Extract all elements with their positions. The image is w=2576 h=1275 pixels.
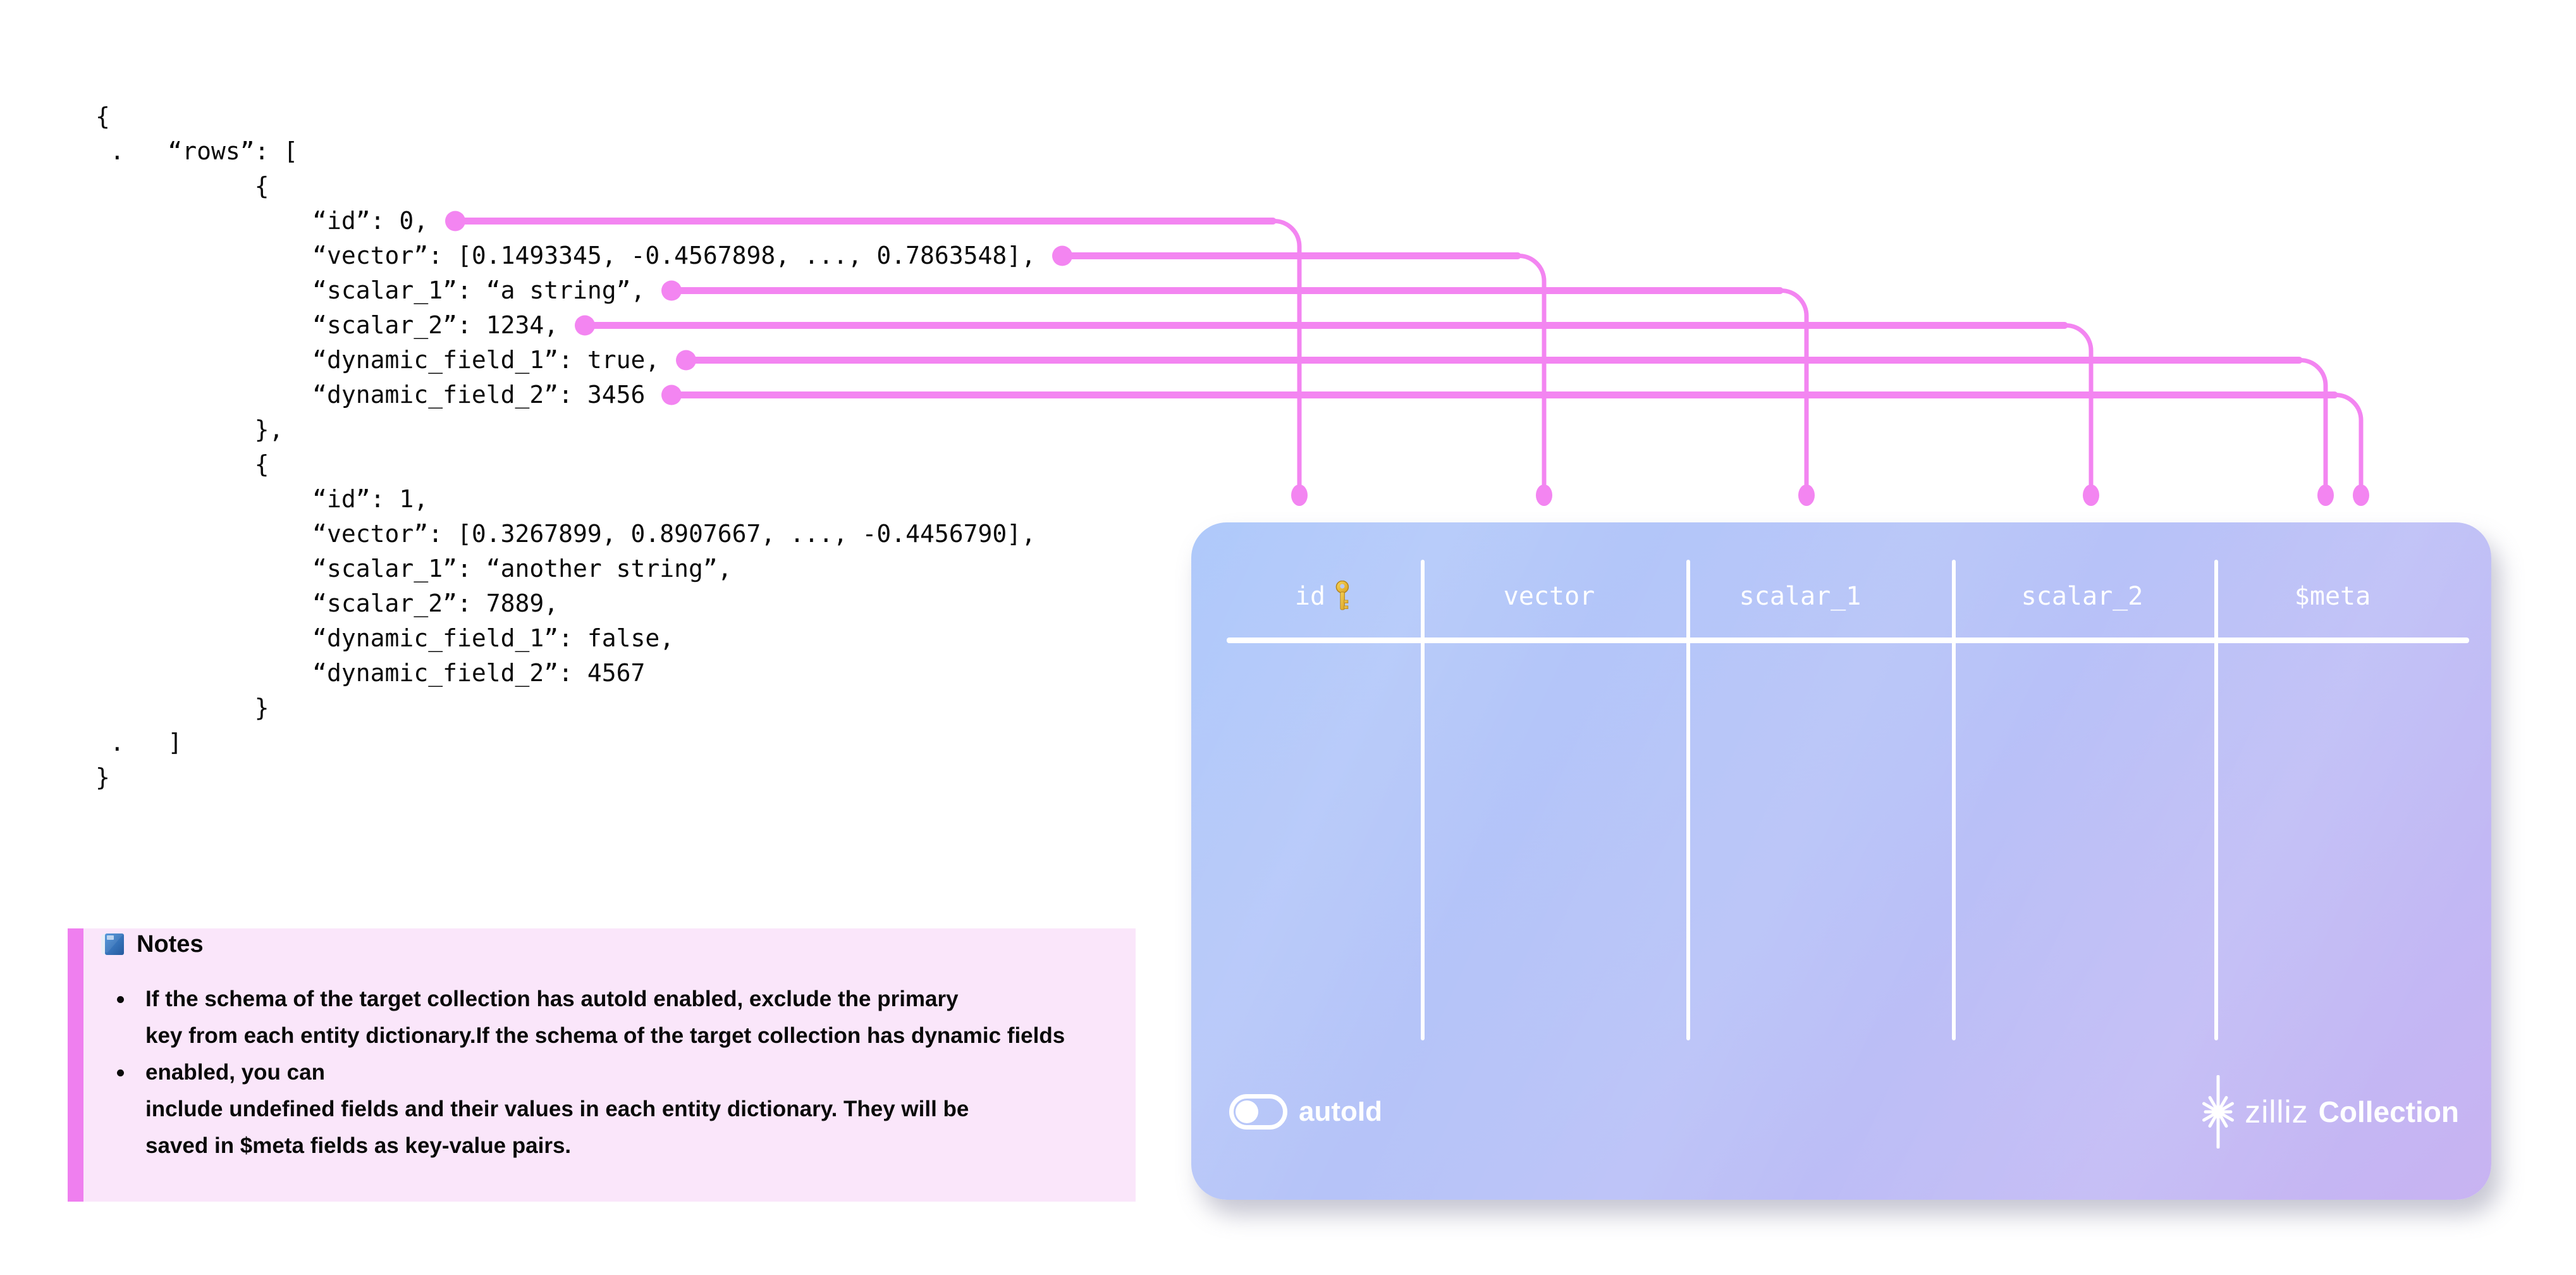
column-divider-1 — [1421, 560, 1425, 1040]
notes-title: Notes — [137, 931, 204, 958]
column-divider-2 — [1686, 560, 1690, 1040]
collection-label: Collection — [2318, 1095, 2459, 1128]
notes-bullet-2-part2: fields as key-value pairs. — [304, 1133, 572, 1158]
autoid-toggle[interactable] — [1229, 1094, 1287, 1130]
zilliz-brand: zilliz Collection — [2202, 1075, 2459, 1149]
column-header-meta: $meta — [2295, 582, 2371, 611]
notes-bullet-2-meta-bold: $meta — [240, 1133, 304, 1158]
notes-panel: Notes If the schema of the target collec… — [68, 928, 1136, 1202]
notes-title-row: Notes — [100, 931, 204, 958]
column-header-scalar-1: scalar_1 — [1739, 582, 1861, 611]
autoid-label: autoId — [1299, 1096, 1382, 1127]
column-divider-3 — [1952, 560, 1956, 1040]
column-header-id: id — [1295, 581, 1351, 612]
column-header-id-label: id — [1294, 582, 1326, 611]
zilliz-wordmark: zilliz — [2245, 1094, 2309, 1130]
column-divider-4 — [2214, 560, 2218, 1040]
column-header-meta-label: $meta — [2294, 582, 2371, 611]
notes-accent-bar — [68, 928, 83, 1202]
autoid-toggle-knob[interactable] — [1236, 1100, 1258, 1123]
zilliz-starburst-icon — [2202, 1075, 2235, 1149]
header-underline — [1227, 638, 2469, 643]
notes-bullet-1: If the schema of the target collection h… — [145, 987, 959, 1048]
bullet-dot-icon — [117, 996, 124, 1003]
column-header-scalar-2: scalar_2 — [2021, 582, 2144, 611]
json-code-block: { . “rows”: [ { “id”: 0, “vector”: [0.14… — [95, 102, 1036, 791]
blue-book-icon — [101, 933, 124, 955]
column-header-vector-label: vector — [1503, 582, 1595, 611]
collection-card: id vector scalar_1 scalar_2 — [1191, 522, 2491, 1200]
connector-vector — [1052, 245, 1552, 506]
bullet-dot-icon — [117, 1069, 124, 1076]
column-header-vector: vector — [1504, 582, 1595, 611]
notes-bullets: If the schema of the target collection h… — [145, 981, 1144, 1164]
notes-bullet-2-part1: If the schema of the target collection h… — [145, 1023, 1065, 1158]
column-header-scalar-1-label: scalar_1 — [1739, 582, 1861, 611]
column-header-scalar-2-label: scalar_2 — [2021, 582, 2144, 611]
primary-key-icon — [1335, 581, 1349, 610]
